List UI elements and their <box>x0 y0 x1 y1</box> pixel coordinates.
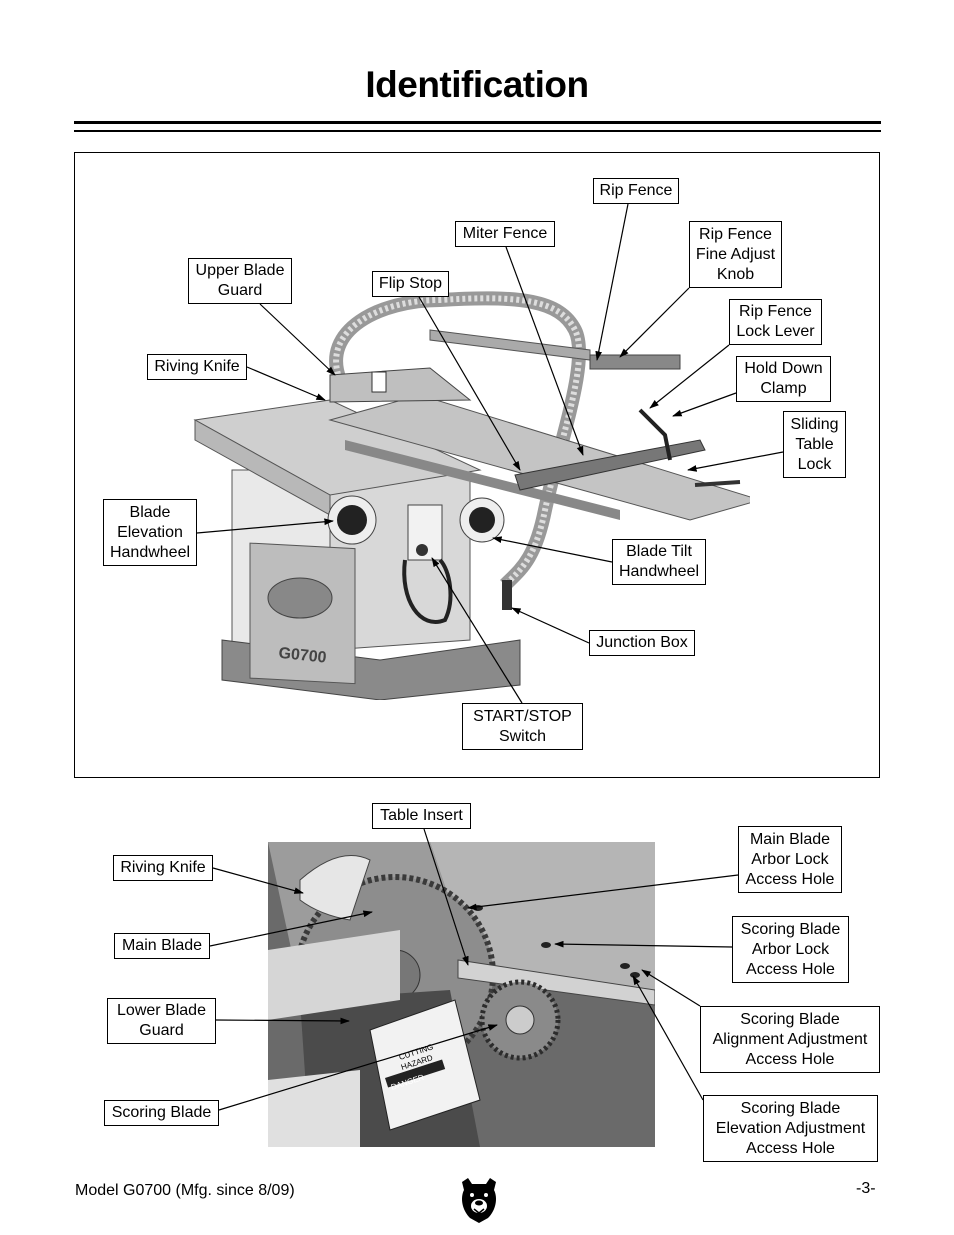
label-sliding-table-lock: Sliding Table Lock <box>783 411 846 478</box>
label-upper-blade-guard: Upper Blade Guard <box>188 258 292 304</box>
label-riving-knife: Riving Knife <box>147 354 247 380</box>
label-blade-tilt-handwheel: Blade Tilt Handwheel <box>612 539 706 585</box>
blade-closeup-photo: CUTTING HAZARD DANGER <box>268 842 655 1147</box>
label-scoring-blade-elevation-access-hole: Scoring Blade Elevation Adjustment Acces… <box>703 1095 878 1162</box>
label-lower-blade-guard: Lower Blade Guard <box>107 998 216 1044</box>
title-rule-bottom <box>74 130 881 132</box>
label-scoring-blade-alignment-access-hole: Scoring Blade Alignment Adjustment Acces… <box>700 1006 880 1073</box>
label-miter-fence: Miter Fence <box>455 221 555 247</box>
label-main-blade-arbor-lock-access-hole: Main Blade Arbor Lock Access Hole <box>738 826 842 893</box>
table-saw-photo: G0700 <box>193 291 750 700</box>
label-rip-fence-fine-adjust-knob: Rip Fence Fine Adjust Knob <box>689 221 782 288</box>
bear-logo-icon <box>462 1178 496 1223</box>
label-main-blade: Main Blade <box>114 933 210 959</box>
title-rule-top <box>74 121 881 124</box>
label-hold-down-clamp: Hold Down Clamp <box>736 356 831 402</box>
figure1-frame <box>74 152 880 778</box>
label-scoring-blade: Scoring Blade <box>104 1100 219 1126</box>
page-title: Identification <box>365 64 589 105</box>
label-junction-box: Junction Box <box>589 630 695 656</box>
label-flip-stop: Flip Stop <box>372 271 449 297</box>
footer-model: Model G0700 (Mfg. since 8/09) <box>75 1182 295 1199</box>
label-scoring-blade-arbor-lock-access-hole: Scoring Blade Arbor Lock Access Hole <box>732 916 849 983</box>
label-blade-elevation-handwheel: Blade Elevation Handwheel <box>103 499 197 566</box>
label-rip-fence-lock-lever: Rip Fence Lock Lever <box>729 299 822 345</box>
label-riving-knife-2: Riving Knife <box>113 855 213 881</box>
label-start-stop-switch: START/STOP Switch <box>462 703 583 750</box>
machine-plate: G0700 <box>278 645 328 667</box>
label-rip-fence: Rip Fence <box>593 178 679 204</box>
page-number: -3- <box>856 1180 876 1197</box>
label-table-insert: Table Insert <box>372 803 471 829</box>
